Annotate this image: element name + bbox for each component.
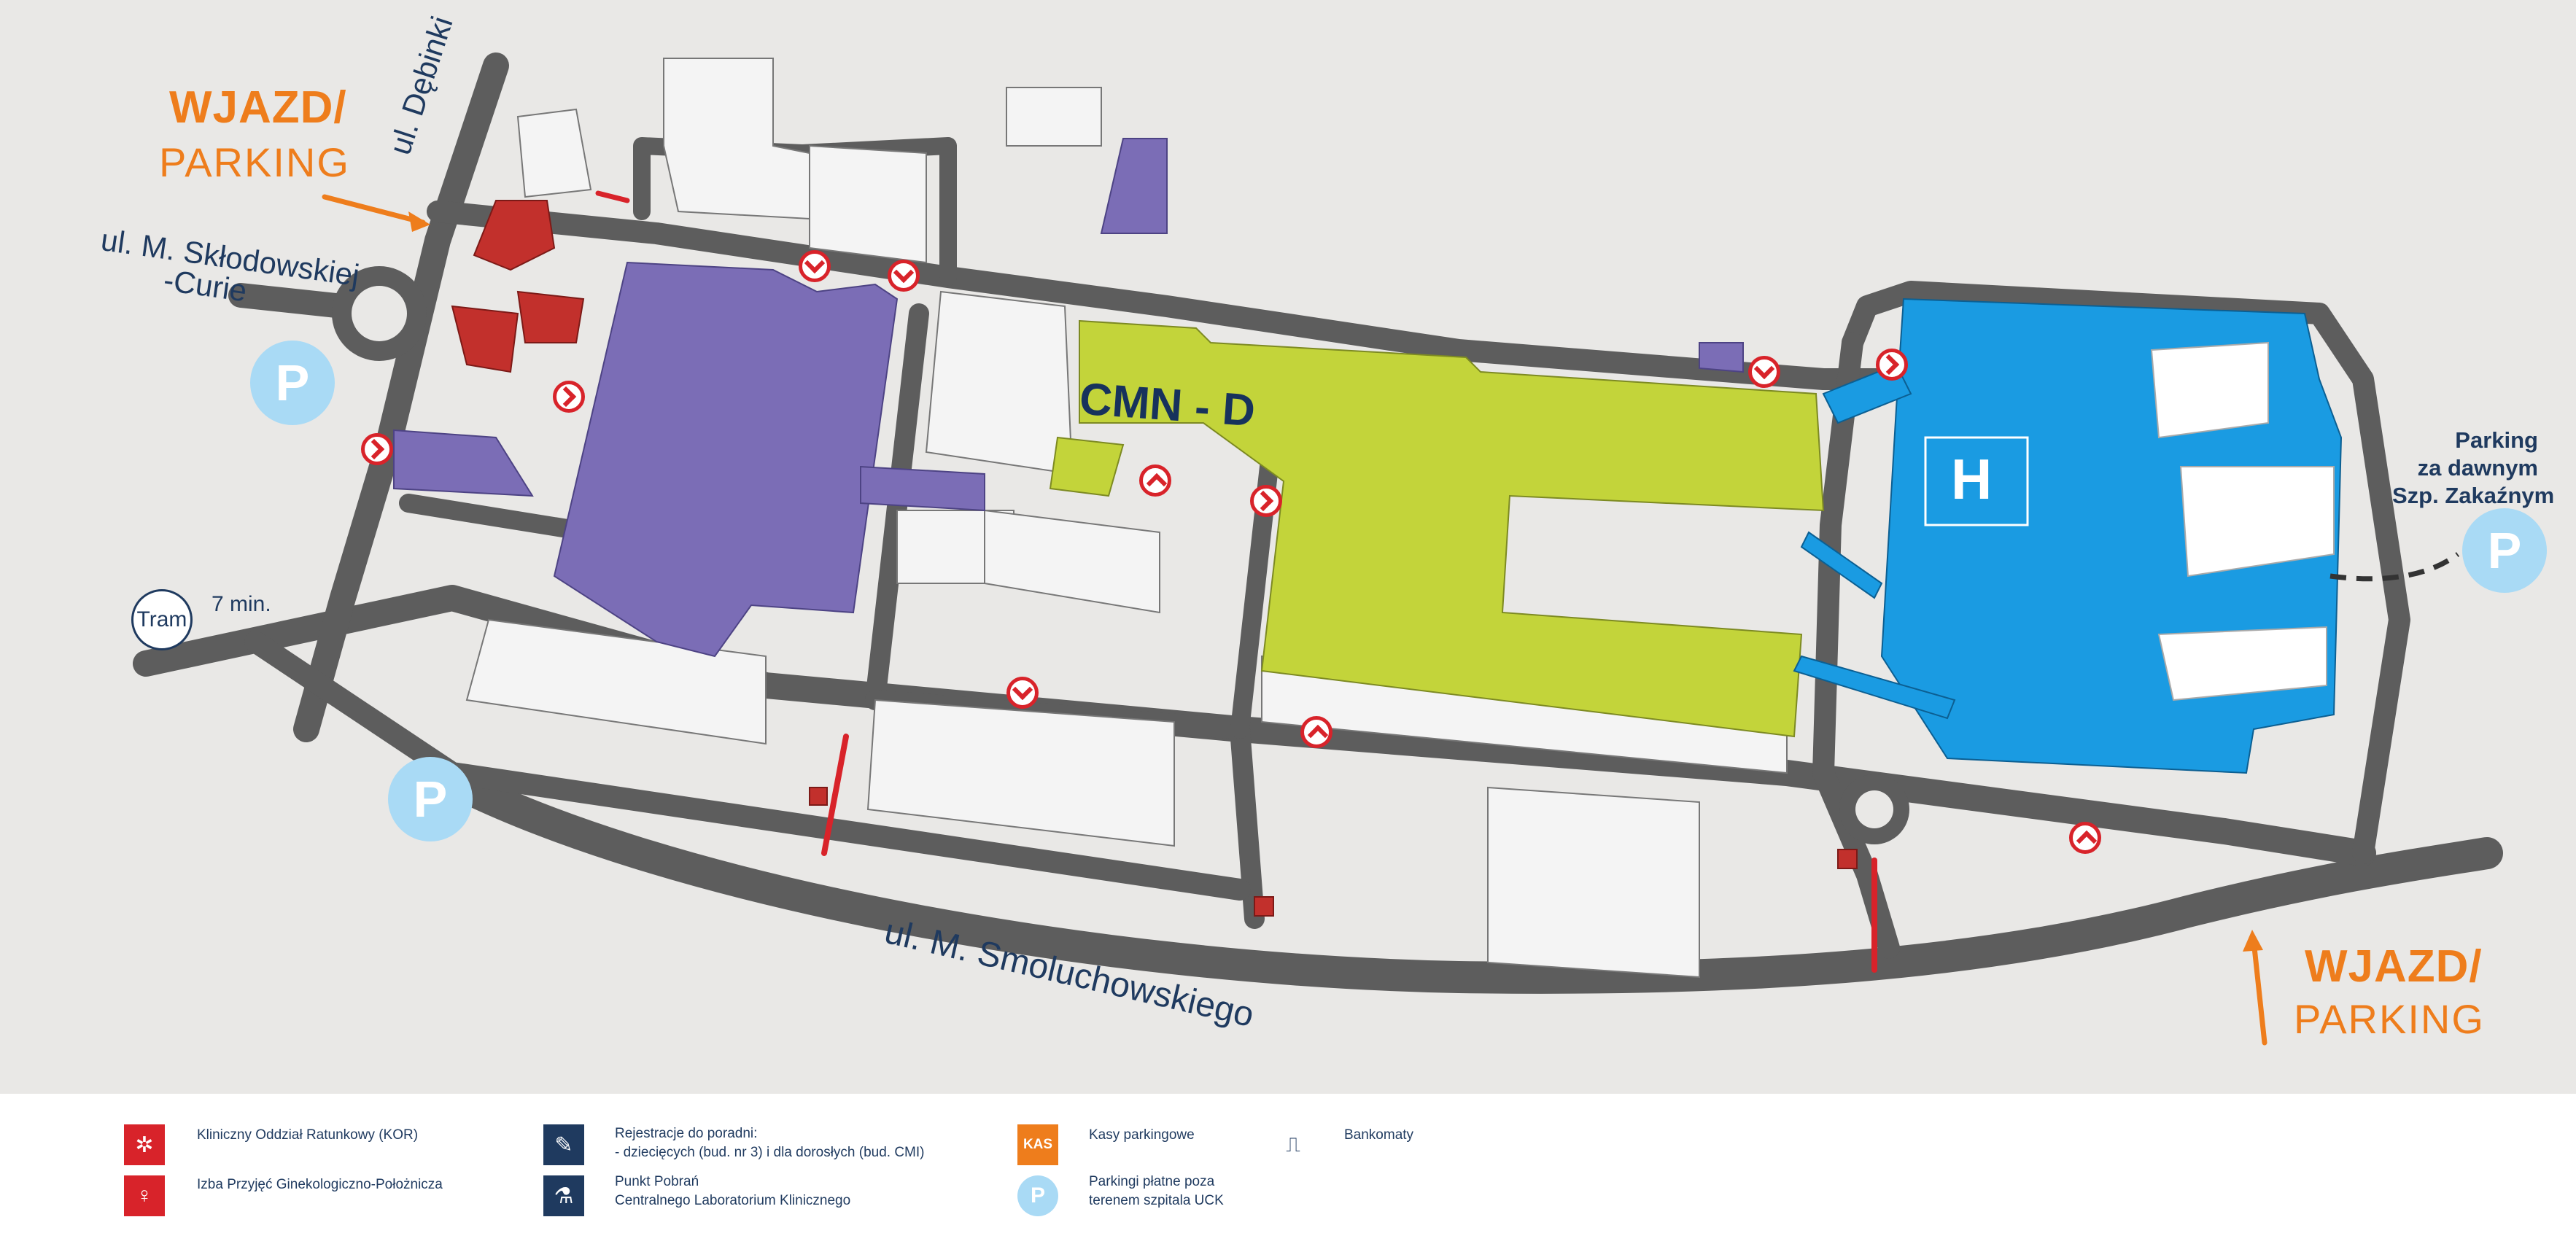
blue-bridge-3 [1793,655,1956,720]
atm-icon: ⎍ [1286,1132,1300,1156]
legend-label-kas: Kasy parkingowe [1089,1127,1195,1143]
cmn-d-building [1049,319,1825,738]
legend-label-registration: Rejestracje do poradni: - dziecięcych (b… [615,1124,925,1162]
parking-marker-west-lower[interactable]: P [388,757,473,841]
distant-parking-line3: Szp. Zakaźnym [2392,483,2555,508]
legend-label-atm: Bankomaty [1344,1127,1414,1143]
road-smoluchowskiego [422,757,2503,994]
legend-parking-line1: Parkingi płatne poza [1089,1174,1215,1189]
cmn-d-link [1049,436,1125,497]
tram-walk-time: 7 min. [212,592,271,616]
legend-lab-line2: Centralnego Laboratorium Klinicznego [615,1193,851,1208]
building-north-1 [663,58,810,220]
entrance-pin-6[interactable] [1250,485,1282,517]
red-arrow-kor [821,734,849,856]
legend-label-parking: Parkingi płatne poza terenem szpitala UC… [1089,1173,1224,1210]
red-arrow-north [595,190,630,203]
cmn-d-main [1079,319,1825,738]
purple-east-link [860,465,985,512]
distant-parking-line1: Parking [2455,427,2538,453]
purple-north [1100,138,1168,234]
entrance-pin-5[interactable] [1139,464,1171,497]
emergency-snowflake-icon: ✲ [124,1124,165,1165]
dashed-path-distant-parking [2329,552,2460,582]
entrance-pin-1[interactable] [799,250,831,282]
distant-parking-label: Parking za dawnym Szp. Zakaźnym [2392,427,2555,510]
legend-label-lab: Punkt Pobrań Centralnego Laboratorium Kl… [615,1173,850,1210]
building-south-mid [866,699,1175,847]
legend: ✲ Kliniczny Oddział Ratunkowy (KOR) ♀ Iz… [0,1094,2576,1252]
legend-registration-line1: Rejestracje do poradni: [615,1126,758,1141]
entry-label-west-title: WJAZD/ [169,82,347,133]
entrance-pin-2[interactable] [888,260,920,292]
entrance-pin-8[interactable] [1300,716,1332,748]
blue-bridge-2 [1800,531,1883,599]
purple-main-wing [553,261,899,658]
legend-lab-line1: Punkt Pobrań [615,1174,699,1189]
building-south-east [1487,786,1700,979]
entry-arrow-west-head [408,211,430,232]
legend-label-kor: Kliniczny Oddział Ratunkowy (KOR) [197,1127,419,1143]
entry-label-west-subtitle: PARKING [159,139,350,185]
blue-building-shadows [2150,341,2335,701]
red-marker-2 [1254,896,1274,917]
purple-west-wing [393,429,534,497]
parking-marker-distant[interactable]: P [2462,508,2547,593]
entrance-pin-11[interactable] [2069,822,2101,854]
kas-icon: KAS [1017,1124,1058,1165]
road-top [427,201,1944,390]
entry-label-east-title: WJAZD/ [2305,941,2483,992]
building-center-lower-2 [984,509,1160,614]
building-north-east [1006,87,1102,147]
distant-parking-line2: za dawnym [2417,455,2538,481]
parking-marker-west-upper[interactable]: P [250,341,335,425]
entrance-pin-4[interactable] [361,433,393,465]
map-drawing [133,53,2503,1046]
parking-icon: P [1017,1175,1058,1216]
gynecology-person-icon: ♀ [124,1175,165,1216]
building-north-small [516,108,592,198]
red-marker-3 [1837,849,1858,869]
entry-arrow-east-head [2243,930,2263,952]
entry-label-east-subtitle: PARKING [2294,996,2485,1042]
legend-registration-line2: - dziecięcych (bud. nr 3) i dla dorosłyc… [615,1145,925,1160]
entry-arrow-east [2251,938,2267,1046]
red-buildings [451,200,1858,917]
roundabout-west-island [352,286,407,341]
red-marker-1 [809,787,828,806]
entrance-pin-9[interactable] [1748,356,1780,388]
red-building-1 [473,200,556,271]
entrance-pin-10[interactable] [1876,349,1908,381]
road-center-vertical [865,303,929,710]
pencil-icon: ✎ [543,1124,584,1165]
building-center-left [925,290,1074,475]
legend-label-gynecology: Izba Przyjęć Ginekologiczno-Położnicza [197,1177,443,1192]
roundabout-east-island [1855,790,1893,828]
white-buildings [465,58,1788,979]
lab-flask-icon: ⚗ [543,1175,584,1216]
direction-arrows [322,190,2267,1046]
entrance-pin-3[interactable] [553,381,585,413]
road-east-ring [1842,281,2410,864]
helipad-outline [1924,436,2029,526]
red-building-2 [516,290,585,343]
tram-stop-marker[interactable]: Tram [131,589,193,650]
legend-parking-line2: terenem szpitala UCK [1089,1193,1224,1208]
purple-buildings [393,138,1744,658]
entry-arrow-west [322,194,426,225]
red-building-3 [451,305,519,373]
purple-small-east [1699,342,1744,373]
building-north-2 [809,144,927,264]
campus-map: WJAZD/ PARKING WJAZD/ PARKING ul. Dębink… [0,0,2576,1094]
helipad-label: H [1951,447,1993,511]
entrance-pin-7[interactable] [1006,677,1039,709]
